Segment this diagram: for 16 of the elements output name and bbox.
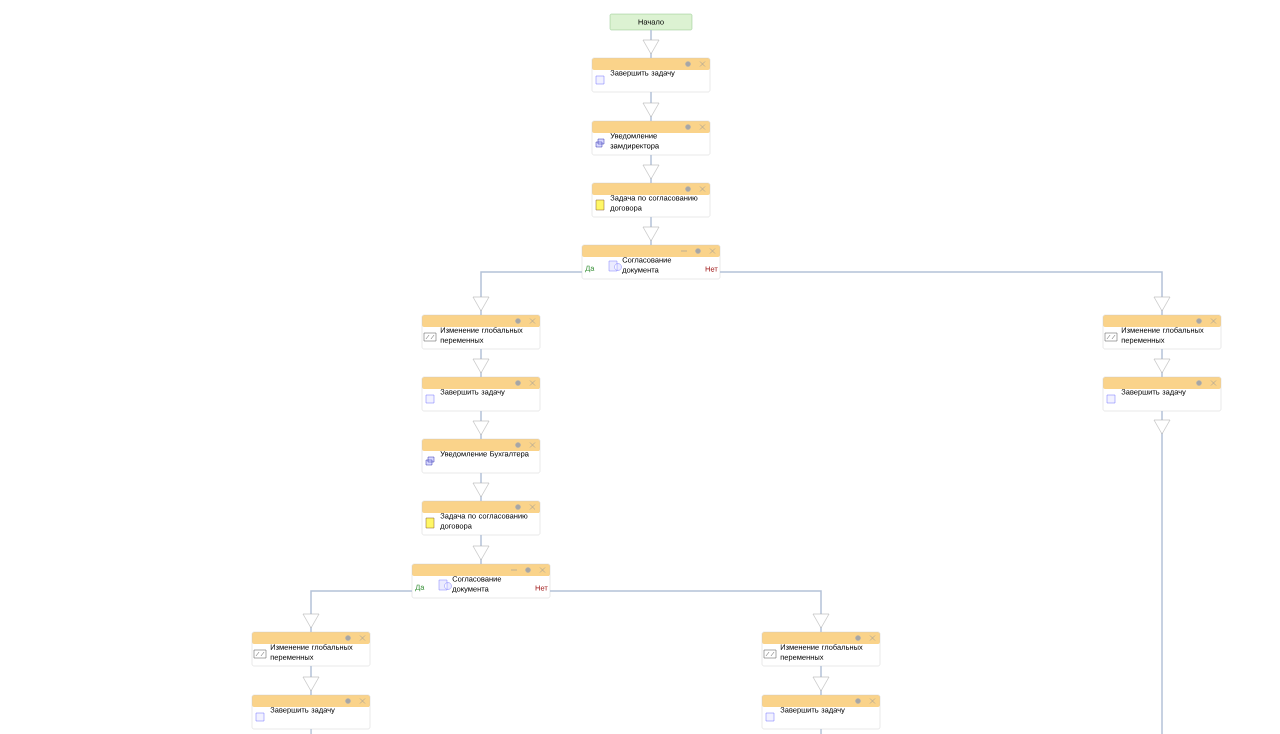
connector-arrow [472,472,490,502]
connector-arrow [302,665,320,696]
connector-arrow [642,91,660,122]
connector-arrow [472,348,490,378]
connector-arrow [812,665,830,696]
connector-arrow [642,29,660,59]
connector-arrow [472,410,490,440]
connector-arrow [1153,410,1171,436]
connector-arrow [472,271,583,316]
connector-arrow [1153,348,1171,378]
connector-arrow [719,271,1171,316]
connector-arrow [302,590,413,633]
connector-arrow [642,216,660,246]
connector-arrow [642,154,660,184]
connector-arrow [472,534,490,565]
connector-arrow [549,590,830,633]
